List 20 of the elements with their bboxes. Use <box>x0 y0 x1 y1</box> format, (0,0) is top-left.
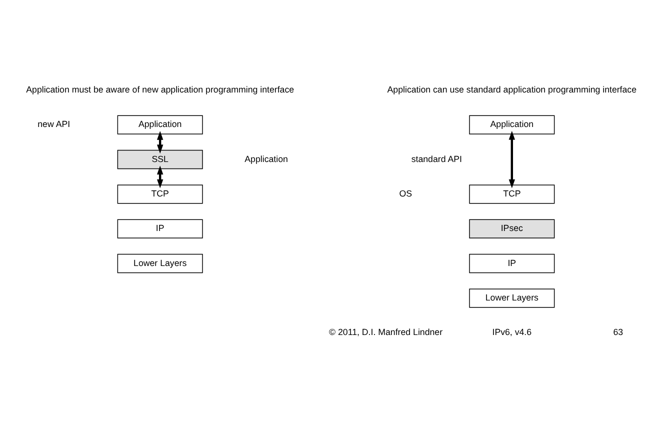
label: OS <box>399 188 412 198</box>
node-box: Lower Layers <box>469 288 555 308</box>
node-box: Lower Layers <box>117 254 203 274</box>
label: Application can use standard application programming interface <box>387 84 637 94</box>
arrow <box>508 130 516 188</box>
label: new API <box>38 119 70 130</box>
node-box: TCP <box>469 184 555 204</box>
node-box: IPsec <box>469 219 555 238</box>
label: © 2011, D.I. Manfred Lindner <box>329 327 443 338</box>
node-box: Application <box>469 115 555 134</box>
label: Application must be aware of new application programming interface <box>26 84 294 94</box>
label: Application <box>244 154 288 164</box>
node-box: Application <box>117 115 203 134</box>
node-box: TCP <box>117 184 203 204</box>
node-box: IP <box>469 254 555 274</box>
label: 63 <box>613 327 624 338</box>
node-box: IP <box>117 219 203 238</box>
label: IPv6, v4.6 <box>492 327 532 338</box>
node-box: SSL <box>117 150 203 170</box>
label: standard API <box>411 154 462 164</box>
